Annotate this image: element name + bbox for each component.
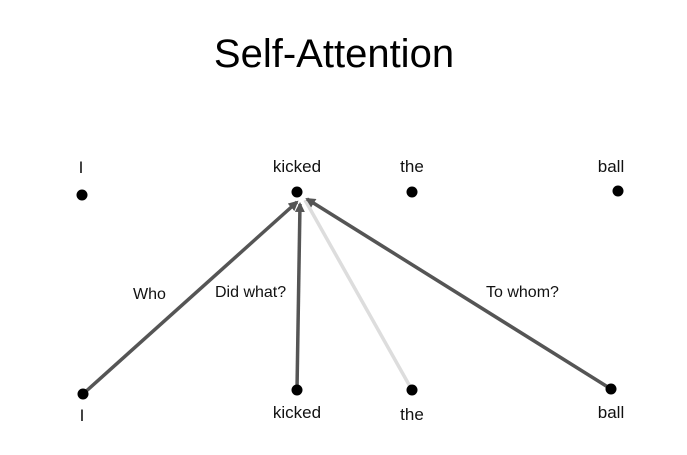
top-word-kicked: kicked	[273, 157, 321, 176]
bottom-word-kicked: kicked	[273, 403, 321, 422]
edge-kicked-to-kicked	[294, 202, 305, 391]
edge-ball-to-kicked	[305, 197, 612, 391]
edge-label-who: Who	[133, 286, 166, 303]
bottom-word-the: the	[400, 405, 424, 424]
top-word-the: the	[400, 157, 424, 176]
top-node-ball	[612, 185, 624, 197]
bottom-node-i	[77, 388, 89, 400]
top-node-the	[406, 186, 418, 198]
top-word-i: I	[79, 158, 84, 177]
edge-the-to-kicked	[303, 199, 414, 391]
edge-i-to-kicked	[81, 200, 299, 396]
edge-label-did-what: Did what?	[215, 284, 286, 301]
bottom-word-i: I	[80, 406, 85, 425]
diagram-title: Self-Attention	[214, 32, 454, 76]
bottom-node-kicked	[291, 384, 303, 396]
top-node-i	[76, 189, 88, 201]
bottom-node-ball	[605, 383, 617, 395]
bottom-word-ball: ball	[598, 403, 624, 422]
top-node-kicked	[291, 186, 303, 198]
edge-label-to-whom: To whom?	[486, 284, 559, 301]
top-word-ball: ball	[598, 157, 624, 176]
bottom-node-the	[406, 384, 418, 396]
